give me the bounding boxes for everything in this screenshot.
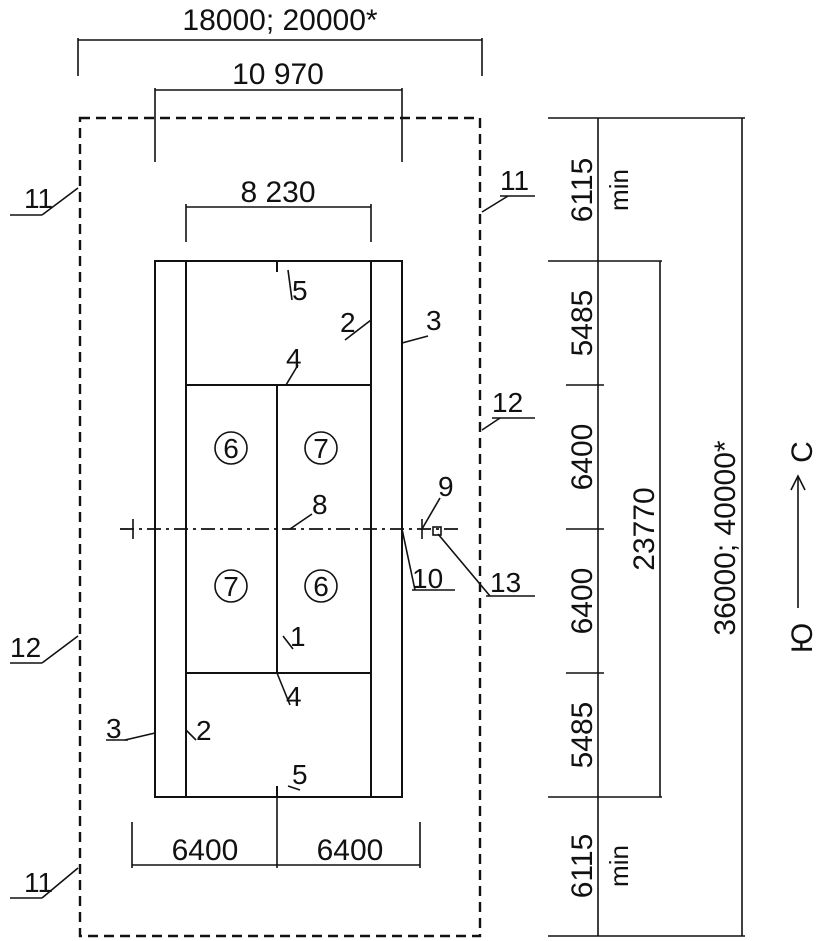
label-11-top-right: 11 [500,165,529,196]
label-7-bottom: 7 [223,571,239,602]
label-2-bottom: 2 [196,715,212,746]
label-11-top-left: 11 [24,183,53,214]
label-5-top: 5 [292,275,308,306]
compass-arrow-head [790,474,806,491]
dim-overall-width: 18000; 20000* [182,4,378,37]
dim-court-width: 8 230 [240,176,315,209]
label-13: 13 [490,567,521,598]
dim-end-top-min: min [604,169,634,211]
dim-seg-mid-top: 6400 [566,424,599,491]
label-8: 8 [312,489,328,520]
umpire-chair-marker [432,526,442,536]
dim-court-length: 23770 [628,487,661,570]
dim-seg-mid-bottom: 6400 [566,568,599,635]
label-3-bottom: 3 [106,713,122,744]
label-12-left: 12 [10,632,41,663]
dim-half-left: 6400 [172,834,239,867]
label-6-top: 6 [223,433,239,464]
label-9: 9 [438,471,454,502]
dim-end-bottom: 6115 [566,834,599,899]
label-10: 10 [412,563,443,594]
dim-overall-length: 36000; 40000* [709,440,742,636]
dim-half-right: 6400 [317,834,384,867]
label-12-right: 12 [492,387,523,418]
leader-lines [10,187,535,899]
label-11-bottom-left: 11 [24,867,53,898]
circle-6-bottom [304,569,338,603]
circle-7-top [304,431,338,465]
label-7-top: 7 [313,433,329,464]
dim-end-top: 6115 [566,158,599,223]
circle-6-top [214,431,248,465]
label-6-bottom: 6 [313,571,329,602]
dim-inner-width: 10 970 [232,58,324,91]
dim-seg-bottom: 5485 [566,702,599,769]
label-4-bottom: 4 [286,681,302,712]
label-1: 1 [290,621,306,652]
label-4-top: 4 [286,343,302,374]
dim-seg-top: 5485 [566,290,599,357]
compass-north-label: С [786,441,819,463]
circle-7-bottom [214,569,248,603]
outer-boundary [78,116,482,938]
label-3-top: 3 [426,305,442,336]
compass-south-label: Ю [786,623,819,653]
label-2-top: 2 [340,307,356,338]
label-5-bottom: 5 [292,759,308,790]
dim-end-bottom-min: min [604,845,634,887]
